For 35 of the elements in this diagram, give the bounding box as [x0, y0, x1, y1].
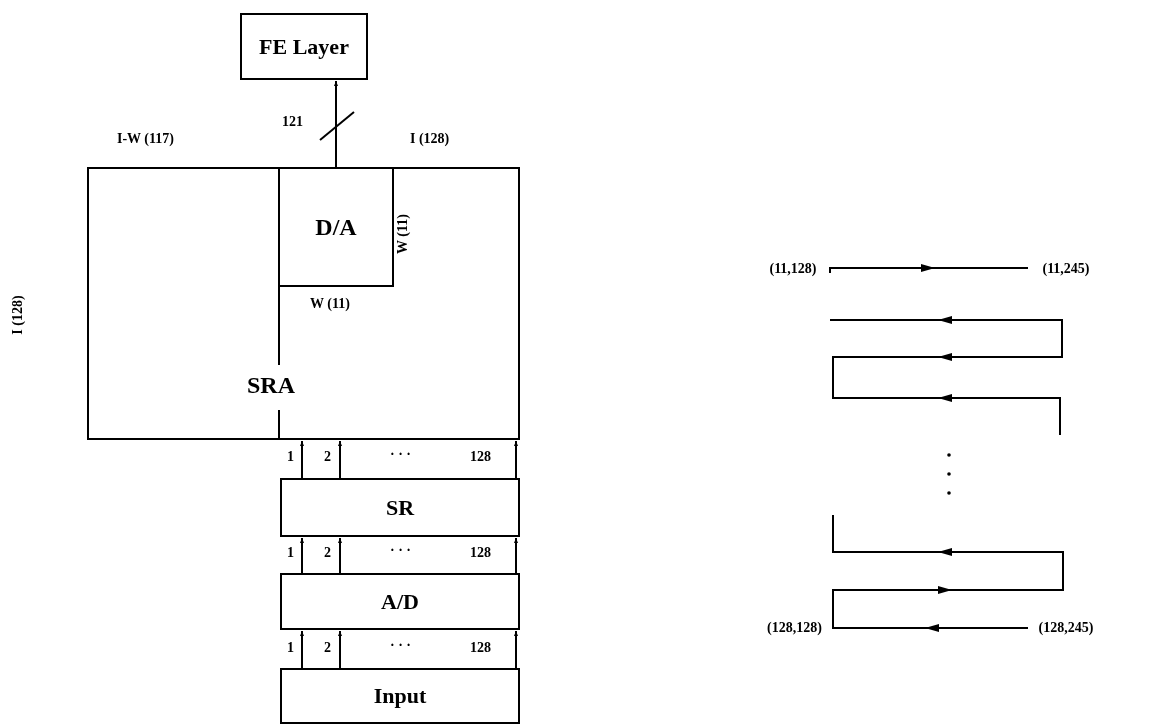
arrow — [514, 440, 518, 479]
arrow — [514, 630, 518, 669]
block-label: FE Layer — [259, 33, 349, 60]
dimension-label: W (11) — [394, 214, 411, 254]
coordinate-label: (128,128) — [758, 617, 831, 639]
arrow — [300, 440, 304, 479]
arrow — [300, 630, 304, 669]
array-box — [87, 167, 520, 440]
block-label: A/D — [381, 588, 419, 615]
arrow — [828, 264, 1029, 272]
arrow — [514, 537, 518, 574]
ellipsis-text: · · · — [390, 447, 411, 463]
block-label: SRA — [247, 372, 295, 399]
arrow — [831, 624, 1029, 632]
dimension-label: I-W (117) — [117, 131, 174, 147]
coordinate-label: (128,245) — [1030, 617, 1102, 639]
block-box — [280, 668, 520, 724]
dimension-label: I (128) — [410, 131, 450, 147]
arrow — [338, 630, 342, 669]
ellipsis-text: · · · — [390, 638, 411, 654]
ellipsis-text: · · · — [390, 543, 411, 559]
arrow — [300, 537, 304, 574]
coordinate-label: (11,128) — [760, 258, 826, 280]
dimension-label: I (128) — [9, 295, 26, 335]
arrow — [334, 80, 338, 168]
block-label: SR — [385, 494, 415, 521]
coordinate-label: (11,245) — [1030, 258, 1102, 280]
block-box — [278, 167, 394, 287]
block-label: Input — [373, 683, 427, 709]
arrow — [338, 440, 342, 479]
arrow — [338, 537, 342, 574]
block-label: D/A — [315, 213, 357, 241]
block-box — [280, 478, 520, 537]
block-box — [280, 573, 520, 630]
block-box — [240, 13, 368, 80]
